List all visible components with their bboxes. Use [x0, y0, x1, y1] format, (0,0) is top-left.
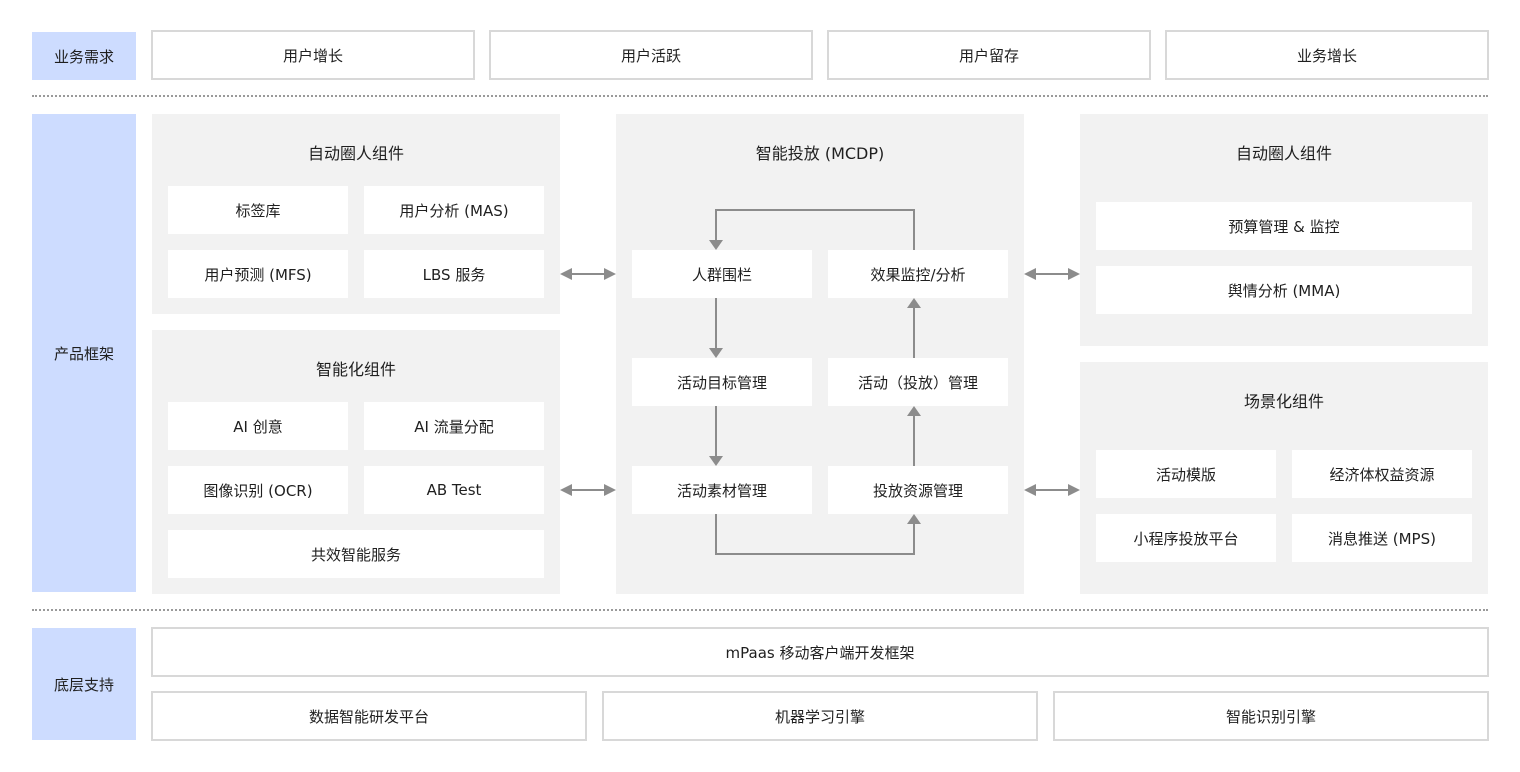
arrow-head-down-icon — [709, 348, 723, 358]
lbs-service-box: LBS 服务 — [364, 250, 544, 298]
ocr-box: 图像识别 (OCR) — [168, 466, 348, 514]
arrow-head-up-icon — [907, 514, 921, 524]
panel-title: 自动圈人组件 — [1235, 144, 1332, 163]
activity-delivery-box: 活动（投放）管理 — [828, 358, 1008, 406]
arrow-head-down-icon — [709, 456, 723, 466]
sentiment-analysis-box: 舆情分析 (MMA) — [1096, 266, 1472, 314]
arrow-head-up-icon — [907, 298, 921, 308]
data-platform-box: 数据智能研发平台 — [151, 691, 587, 741]
user-prediction-box: 用户预测 (MFS) — [168, 250, 348, 298]
loop-top-line — [715, 209, 915, 250]
row-label-base-support: 底层支持 — [32, 628, 136, 740]
arrow-head-right-icon — [1068, 268, 1080, 280]
recognition-engine-box: 智能识别引擎 — [1053, 691, 1489, 741]
ab-test-box: AB Test — [364, 466, 544, 514]
divider-top — [32, 95, 1488, 97]
ai-creative-box: AI 创意 — [168, 402, 348, 450]
user-analysis-box: 用户分析 (MAS) — [364, 186, 544, 234]
arrow-head-left-icon — [560, 268, 572, 280]
mini-program-box: 小程序投放平台 — [1096, 514, 1276, 562]
panel-title: 场景化组件 — [1243, 392, 1324, 411]
activity-goal-box: 活动目标管理 — [632, 358, 812, 406]
panel-title: 智能投放 (MCDP) — [755, 144, 885, 163]
message-push-box: 消息推送 (MPS) — [1292, 514, 1472, 562]
economy-rights-box: 经济体权益资源 — [1292, 450, 1472, 498]
shared-ai-service-box: 共效智能服务 — [168, 530, 544, 578]
tag-library-box: 标签库 — [168, 186, 348, 234]
arrow-head-right-icon — [604, 268, 616, 280]
panel-title: 智能化组件 — [315, 360, 396, 379]
budget-monitor-box: 预算管理 & 监控 — [1096, 202, 1472, 250]
arrow-head-down-icon — [709, 240, 723, 250]
row-label-business-needs: 业务需求 — [32, 32, 136, 80]
mpaas-framework-box: mPaas 移动客户端开发框架 — [151, 627, 1489, 677]
arrow-head-right-icon — [1068, 484, 1080, 496]
arrow-head-left-icon — [1024, 484, 1036, 496]
ai-traffic-box: AI 流量分配 — [364, 402, 544, 450]
loop-bottom-line — [715, 514, 915, 555]
divider-bottom — [32, 609, 1488, 611]
arrow-head-left-icon — [1024, 268, 1036, 280]
need-business-growth: 业务增长 — [1165, 30, 1489, 80]
arrow-head-left-icon — [560, 484, 572, 496]
row-label-product-framework: 产品框架 — [32, 114, 136, 592]
activity-template-box: 活动模版 — [1096, 450, 1276, 498]
ml-engine-box: 机器学习引擎 — [602, 691, 1038, 741]
arrow-head-right-icon — [604, 484, 616, 496]
crowd-fence-box: 人群围栏 — [632, 250, 812, 298]
effect-monitor-box: 效果监控/分析 — [828, 250, 1008, 298]
panel-title: 自动圈人组件 — [307, 144, 404, 163]
delivery-resource-box: 投放资源管理 — [828, 466, 1008, 514]
panel-smart-delivery — [616, 114, 1024, 594]
need-user-retention: 用户留存 — [827, 30, 1151, 80]
need-user-growth: 用户增长 — [151, 30, 475, 80]
need-user-activity: 用户活跃 — [489, 30, 813, 80]
arrow-head-up-icon — [907, 406, 921, 416]
activity-material-box: 活动素材管理 — [632, 466, 812, 514]
